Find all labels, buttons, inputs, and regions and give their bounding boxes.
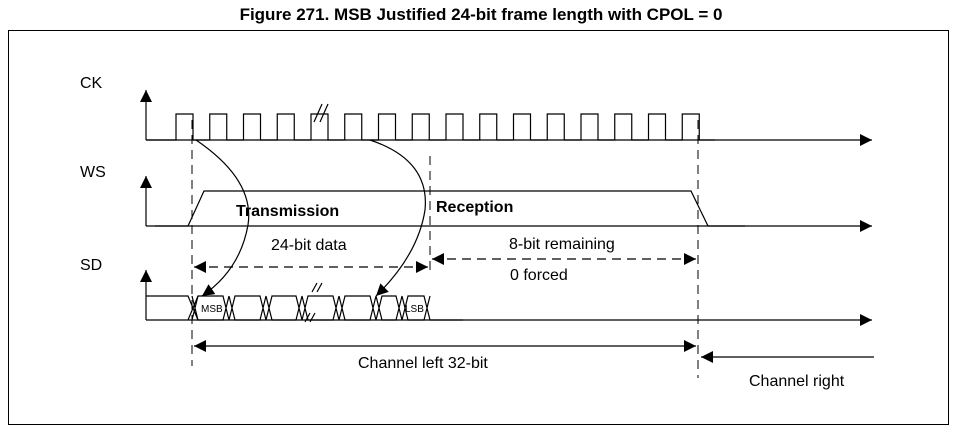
sd-signal [140, 270, 872, 326]
ws-signal [140, 176, 872, 232]
ck-label: CK [80, 75, 103, 92]
ck-signal [140, 90, 872, 146]
lsb-label: LSB [405, 304, 424, 315]
channel-left-label: Channel left 32-bit [358, 355, 488, 372]
diagram-frame [8, 30, 949, 425]
remaining-8bit-label: 8-bit remaining [509, 236, 615, 253]
channel-arrows [194, 340, 874, 363]
frame-boundaries [191, 120, 699, 378]
msb-label: MSB [201, 304, 223, 315]
sd-label: SD [80, 257, 102, 274]
reception-label: Reception [436, 199, 513, 216]
transmission-label: Transmission [236, 203, 339, 220]
figure-title: Figure 271. MSB Justified 24-bit frame l… [239, 5, 723, 24]
ws-label: WS [80, 164, 106, 181]
channel-right-label: Channel right [749, 373, 845, 390]
zero-forced-label: 0 forced [510, 267, 568, 284]
data-span-arrows [194, 253, 696, 273]
data-24bit-label: 24-bit data [271, 237, 347, 254]
